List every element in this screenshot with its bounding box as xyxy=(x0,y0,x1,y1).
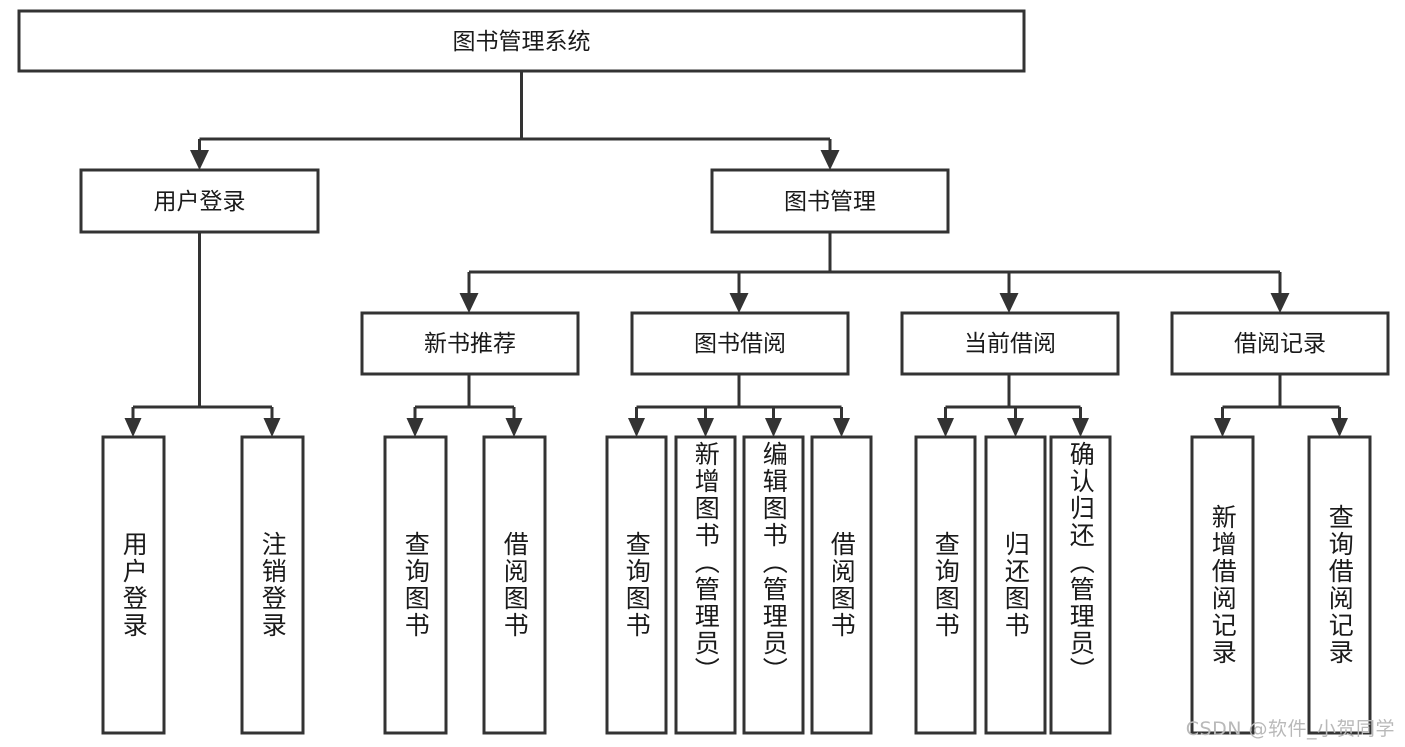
node-level2-user-login[interactable]: 用户登录 xyxy=(79,168,320,234)
arrowhead-leaf-10 xyxy=(1007,418,1024,437)
leaf-box-8[interactable] xyxy=(914,435,977,735)
connector-group-userlogin xyxy=(124,232,281,437)
level3-label-0: 新书推荐 xyxy=(424,331,516,357)
level3-box-3[interactable] xyxy=(1170,311,1390,376)
leaf-box-12[interactable] xyxy=(1307,435,1372,735)
connector-group-root xyxy=(190,71,840,170)
arrowhead-leaf-3 xyxy=(406,418,424,437)
level3-box-0[interactable] xyxy=(360,311,580,376)
level2-label-1: 图书管理 xyxy=(784,189,876,215)
arrowhead-bookmgmt xyxy=(820,150,840,170)
level2-box-0[interactable] xyxy=(79,168,320,234)
csdn-watermark: CSDN @软件_小贺同学 xyxy=(1185,718,1395,740)
level3-label-1: 图书借阅 xyxy=(694,331,786,357)
leaf-box-1[interactable] xyxy=(240,435,305,735)
arrowhead-leaf-5 xyxy=(628,418,645,437)
root-box[interactable] xyxy=(17,9,1026,73)
node-level3-book-borrow[interactable]: 图书借阅 xyxy=(630,311,850,376)
leaf-box-6[interactable] xyxy=(742,435,805,735)
arrowhead-leaf-9 xyxy=(937,418,954,437)
arrowhead-leaf-2 xyxy=(263,418,281,437)
arrowhead-borrow xyxy=(729,293,749,313)
arrowhead-leaf-11 xyxy=(1072,418,1089,437)
arrowhead-current xyxy=(999,293,1019,313)
level3-label-3: 借阅记录 xyxy=(1234,331,1326,357)
arrowhead-record xyxy=(1270,293,1290,313)
leaf-box-11[interactable] xyxy=(1190,435,1255,735)
level2-box-1[interactable] xyxy=(710,168,950,234)
root-label: 图书管理系统 xyxy=(453,29,591,55)
leaf-box-5[interactable] xyxy=(674,435,737,735)
level2-label-0: 用户登录 xyxy=(154,189,246,215)
connector-group-borrow xyxy=(628,374,850,437)
connector-group-bookmgmt xyxy=(459,232,1290,313)
leaf-box-7[interactable] xyxy=(810,435,873,735)
leaf-box-9[interactable] xyxy=(984,435,1047,735)
arrowhead-leaf-8 xyxy=(833,418,850,437)
arrowhead-leaf-7 xyxy=(765,418,782,437)
leaf-box-3[interactable] xyxy=(482,435,547,735)
level3-label-2: 当前借阅 xyxy=(964,331,1056,357)
leaf-box-4[interactable] xyxy=(605,435,668,735)
arrowhead-newbook xyxy=(459,293,479,313)
arrowhead-leaf-12 xyxy=(1214,418,1231,437)
level3-box-1[interactable] xyxy=(630,311,850,376)
leaf-box-2[interactable] xyxy=(383,435,448,735)
leaf-box-0[interactable] xyxy=(101,435,166,735)
connector-group-current xyxy=(937,374,1089,437)
level3-box-2[interactable] xyxy=(900,311,1120,376)
arrowhead-leaf-13 xyxy=(1331,418,1348,437)
arrowhead-leaf-6 xyxy=(697,418,714,437)
arrowhead-leaf-4 xyxy=(505,418,523,437)
node-root[interactable]: 图书管理系统 xyxy=(17,9,1026,73)
arrowhead-leaf-1 xyxy=(124,418,142,437)
node-level3-current-borrow[interactable]: 当前借阅 xyxy=(900,311,1120,376)
connector-group-newbook xyxy=(406,374,523,437)
node-level3-new-book-recommend[interactable]: 新书推荐 xyxy=(360,311,580,376)
arrowhead-login xyxy=(190,150,209,170)
node-level2-book-management[interactable]: 图书管理 xyxy=(710,168,950,234)
leaf-box-10[interactable] xyxy=(1049,435,1112,735)
connector-group-record xyxy=(1214,374,1348,437)
node-level3-borrow-record[interactable]: 借阅记录 xyxy=(1170,311,1390,376)
